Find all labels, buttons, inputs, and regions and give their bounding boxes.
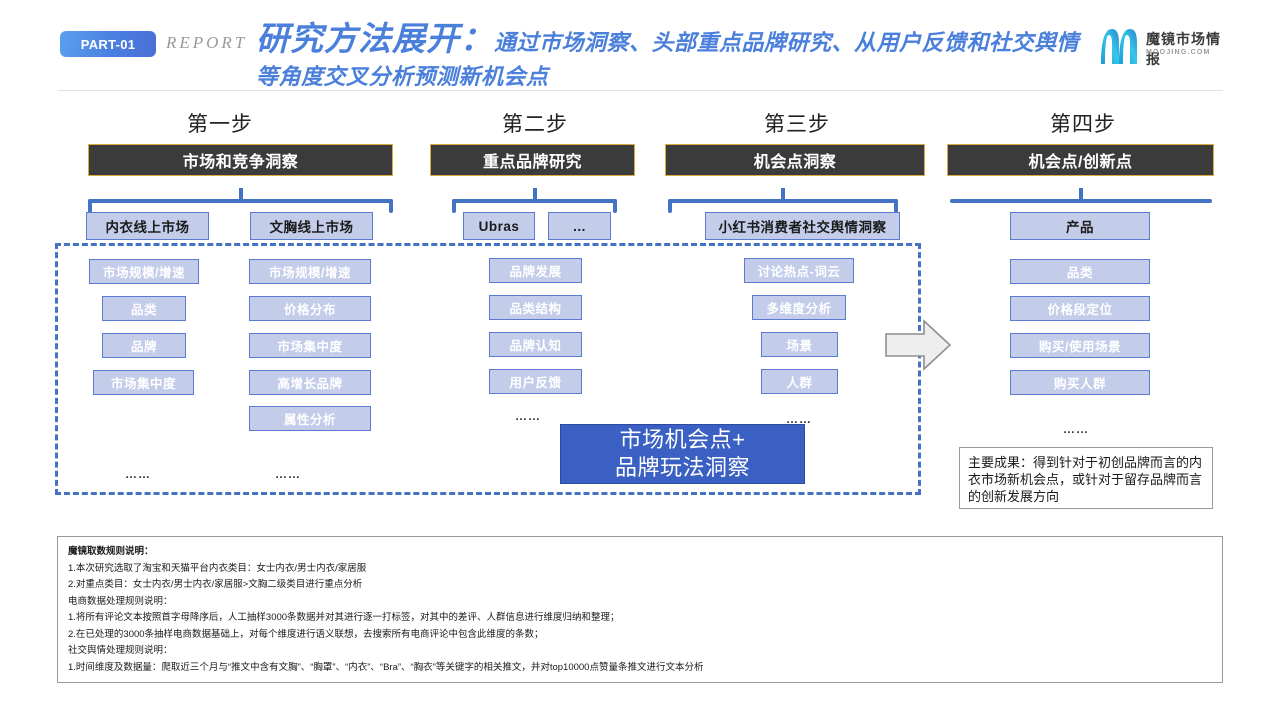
step-label-1: 第一步 [187, 113, 253, 136]
bracket-step-3 [668, 188, 898, 216]
subhead-xiaohongshu-social[interactable]: 小红书消费者社交舆情洞察 [705, 212, 900, 240]
col1-item-3[interactable]: 市场集中度 [93, 370, 194, 395]
step-label-3: 第三步 [764, 113, 830, 136]
col3-item-0[interactable]: 品牌发展 [489, 258, 582, 283]
col4-item-2[interactable]: 场景 [761, 332, 838, 357]
logo-text-cn: 魔镜市场情报 [1146, 31, 1221, 67]
callout-line-1: 市场机会点+ [619, 427, 746, 452]
callout-line-2: 品牌玩法洞察 [614, 455, 750, 480]
moojing-m-icon [1101, 29, 1137, 64]
col4-ellipsis: …… [786, 412, 812, 426]
subhead-ubras[interactable]: Ubras [463, 212, 535, 240]
page-title-main: 研究方法展开： [256, 20, 494, 57]
section-header-market-competition: 市场和竞争洞察 [88, 144, 393, 176]
section-header-innovation: 机会点/创新点 [947, 144, 1214, 176]
col4-item-0[interactable]: 讨论热点-词云 [744, 258, 854, 283]
logo-text-en: MOOJING.COM [1146, 49, 1211, 56]
col5-item-1[interactable]: 价格段定位 [1010, 296, 1150, 321]
market-opportunity-callout: 市场机会点+ 品牌玩法洞察 [560, 424, 805, 484]
col1-item-2[interactable]: 品牌 [102, 333, 186, 358]
footnote-line: 社交舆情处理规则说明： [68, 645, 173, 656]
col2-ellipsis: …… [275, 467, 301, 481]
report-label: REPORT [166, 33, 248, 52]
methodology-notes: 魔镜取数规则说明： 1.本次研究选取了淘宝和天猫平台内衣类目：女士内衣/男士内衣… [57, 536, 1223, 683]
subhead-bra-online-market[interactable]: 文胸线上市场 [250, 212, 373, 240]
subhead-product[interactable]: 产品 [1010, 212, 1150, 240]
col2-item-4[interactable]: 属性分析 [249, 406, 371, 431]
col1-item-1[interactable]: 品类 [102, 296, 186, 321]
right-arrow-icon [885, 319, 952, 371]
analysis-scope-boundary [55, 243, 921, 495]
col3-ellipsis: …… [515, 409, 541, 423]
section-header-opportunity: 机会点洞察 [665, 144, 925, 176]
col3-item-1[interactable]: 品类结构 [489, 295, 582, 320]
footnote-line: 2.对重点类目：女士内衣/男士内衣/家居服>文胸二级类目进行重点分析 [68, 579, 363, 590]
bracket-step-2 [452, 188, 617, 216]
header-divider [58, 90, 1223, 91]
col2-item-0[interactable]: 市场规模/增速 [249, 259, 371, 284]
col1-ellipsis: …… [125, 467, 151, 481]
footnote-line: 电商数据处理规则说明： [68, 595, 173, 607]
bracket-step-1 [88, 188, 393, 216]
page-title: 研究方法展开：通过市场洞察、头部重点品牌研究、从用户反馈和社交舆情等角度交叉分析… [256, 22, 1086, 94]
footnote-line: 1.本次研究选取了淘宝和天猫平台内衣类目：女士内衣/男士内衣/家居服 [68, 562, 367, 574]
footnote-line: 2.在已处理的3000条抽样电商数据基础上，对每个维度进行语义联想，去搜索所有电… [68, 628, 544, 640]
step-label-2: 第二步 [502, 113, 568, 136]
col4-item-3[interactable]: 人群 [761, 369, 838, 394]
footnote-line: 1.时间维度及数据量：爬取近三个月与“推文中含有文胸”、“胸罩”、“内衣”、“B… [68, 661, 704, 673]
page-header: PART-01 REPORT 研究方法展开：通过市场洞察、头部重点品牌研究、从用… [0, 0, 1279, 92]
col5-item-3[interactable]: 购买人群 [1010, 370, 1150, 395]
footnote-line: 1.将所有评论文本按照首字母降序后，人工抽样3000条数据并对其进行逐一打标签，… [68, 612, 620, 623]
key-outcome-box: 主要成果：得到针对于初创品牌而言的内衣市场新机会点，或针对于留存品牌而言的创新发… [959, 447, 1213, 509]
brand-logo: 魔镜市场情报 MOOJING.COM [1098, 27, 1228, 67]
col2-item-1[interactable]: 价格分布 [249, 296, 371, 321]
col1-item-0[interactable]: 市场规模/增速 [89, 259, 199, 284]
subhead-underwear-online-market[interactable]: 内衣线上市场 [86, 212, 209, 240]
page-title-sub: 通过市场洞察、头部重点品牌研究、从用户反馈和社交舆情等角度交叉分析预测新机会点 [256, 30, 1080, 89]
col3-item-3[interactable]: 用户反馈 [489, 369, 582, 394]
col2-item-3[interactable]: 高增长品牌 [249, 370, 371, 395]
col5-ellipsis: …… [1063, 422, 1089, 436]
section-header-key-brands: 重点品牌研究 [430, 144, 635, 176]
step-label-4: 第四步 [1050, 113, 1116, 136]
bracket-step-4 [950, 188, 1212, 216]
col5-item-0[interactable]: 品类 [1010, 259, 1150, 284]
col3-item-2[interactable]: 品牌认知 [489, 332, 582, 357]
col2-item-2[interactable]: 市场集中度 [249, 333, 371, 358]
col5-item-2[interactable]: 购买/使用场景 [1010, 333, 1150, 358]
subhead-more[interactable]: ... [548, 212, 611, 240]
col4-item-1[interactable]: 多维度分析 [752, 295, 846, 320]
part-badge: PART-01 [60, 31, 156, 57]
footnote-line: 魔镜取数规则说明： [68, 546, 154, 557]
